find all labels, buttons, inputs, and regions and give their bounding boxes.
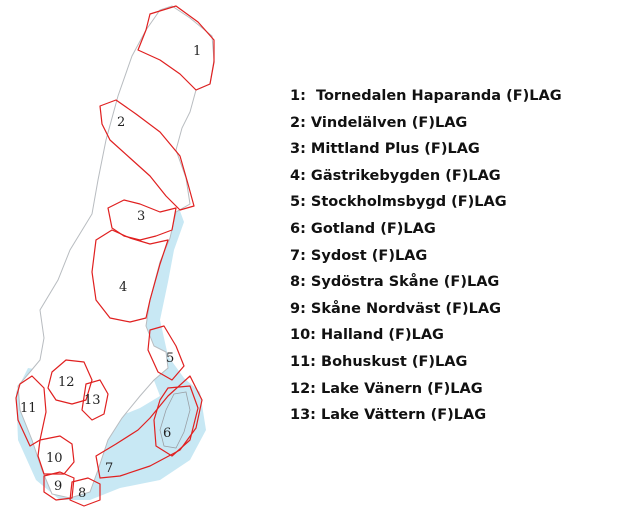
region-number-7: 7 — [105, 461, 113, 476]
legend-item-4: 4: Gästrikebygden (F)LAG — [290, 167, 501, 184]
region-number-9: 9 — [54, 479, 62, 494]
region-border-5 — [147, 325, 185, 381]
legend-item-9: 9: Skåne Nordväst (F)LAG — [290, 300, 502, 317]
region-number-10: 10 — [46, 451, 63, 466]
legend-item-1: 1: Tornedalen Haparanda (F)LAG — [290, 88, 562, 104]
region-numbers: 1 2 3 4 5 6 7 8 9 10 11 12 13 — [20, 44, 201, 501]
sweden-land — [17, 5, 215, 499]
region-border-2 — [99, 99, 195, 211]
region-border-8 — [69, 477, 101, 507]
region-border-1 — [137, 5, 215, 91]
legend-item-8: 8: Sydöstra Skåne (F)LAG — [290, 274, 500, 291]
region-borders — [15, 5, 215, 507]
region-number-4: 4 — [119, 280, 127, 295]
legend-item-7: 7: Sydost (F)LAG — [290, 247, 428, 264]
region-legend: 1: Tornedalen Haparanda (F)LAG 2: Vindel… — [290, 86, 562, 432]
gotland-island — [159, 391, 191, 449]
region-number-8: 8 — [78, 486, 86, 501]
region-border-7 — [95, 375, 203, 479]
legend-item-3: 3: Mittland Plus (F)LAG — [290, 141, 480, 158]
region-number-2: 2 — [117, 115, 125, 130]
region-number-1: 1 — [193, 44, 201, 59]
region-number-12: 12 — [58, 375, 75, 390]
region-number-11: 11 — [20, 401, 37, 416]
region-border-12 — [47, 359, 93, 405]
region-number-3: 3 — [137, 209, 145, 224]
region-border-6 — [153, 385, 199, 457]
region-number-5: 5 — [166, 351, 174, 366]
legend-item-2: 2: Vindelälven (F)LAG — [290, 114, 468, 131]
region-border-4 — [91, 229, 169, 323]
region-border-10 — [37, 435, 75, 475]
legend-item-10: 10: Halland (F)LAG — [290, 327, 444, 344]
region-border-11 — [15, 375, 47, 447]
legend-item-11: 11: Bohuskust (F)LAG — [290, 353, 468, 370]
region-number-13: 13 — [84, 393, 101, 408]
sweden-map: 1 2 3 4 5 6 7 8 9 10 11 12 13 — [15, 5, 215, 507]
region-number-6: 6 — [163, 426, 171, 441]
region-border-9 — [43, 471, 75, 501]
legend-item-13: 13: Lake Vättern (F)LAG — [290, 407, 487, 424]
legend-item-5: 5: Stockholmsbygd (F)LAG — [290, 194, 507, 211]
legend-item-12: 12: Lake Vänern (F)LAG — [290, 380, 483, 397]
region-border-13 — [81, 379, 109, 421]
legend-item-6: 6: Gotland (F)LAG — [290, 220, 436, 237]
